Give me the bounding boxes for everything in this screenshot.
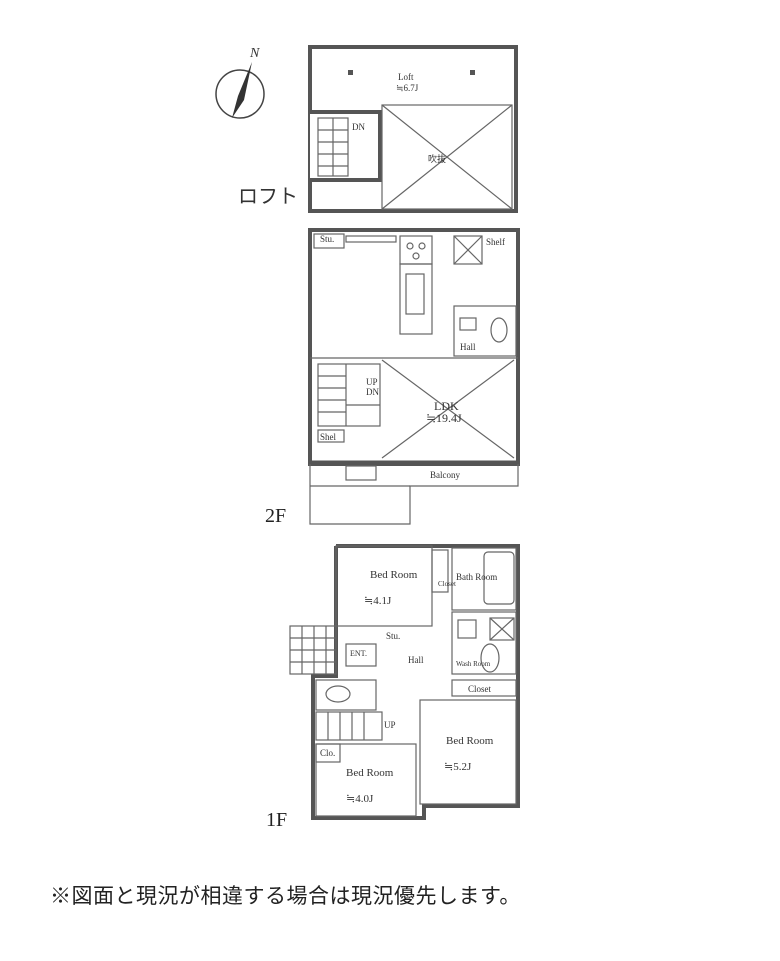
- compass-circle: [215, 69, 265, 119]
- 2f-shelf-box: [453, 235, 483, 265]
- 2f-shel-label: Shel: [320, 432, 337, 442]
- 1f-closet2-label: Closet: [468, 684, 492, 694]
- 1f-wash-room: [451, 611, 517, 675]
- loft-room-name: Loft: [398, 72, 414, 82]
- first-floor: Bed Room ≒4.1J Closet Bath Room Stu. Hal…: [266, 544, 520, 831]
- 1f-bed2-name: Bed Room: [446, 735, 494, 747]
- 1f-bed1-size: ≒4.1J: [364, 595, 392, 607]
- compass: N: [215, 46, 265, 119]
- 1f-stu-label: Stu.: [386, 631, 400, 641]
- 2f-balcony-outline: [309, 464, 519, 525]
- 1f-wc-toilet-icon: [325, 685, 351, 703]
- loft-down-label: DN: [352, 122, 365, 132]
- 1f-bed1-name: Bed Room: [370, 569, 418, 581]
- 1f-floor-label: 1F: [266, 809, 287, 831]
- loft-floor-label: ロフト: [238, 184, 298, 208]
- 1f-entrance-porch: [289, 625, 337, 675]
- 2f-stairs: [317, 363, 381, 427]
- 2f-stu-label: Stu.: [320, 234, 334, 244]
- 1f-outer-wall: [311, 544, 520, 820]
- 1f-closet1-label: Closet: [438, 580, 456, 588]
- 1f-bedroom-right: [419, 699, 517, 805]
- 2f-shelf-label: Shelf: [486, 237, 505, 247]
- 1f-closet-upper: [431, 549, 449, 593]
- 1f-bath-room: [451, 547, 517, 611]
- 1f-bed3-name: Bed Room: [346, 767, 394, 779]
- 1f-bath-label: Bath Room: [456, 572, 497, 582]
- 2f-hall-label: Hall: [460, 342, 476, 352]
- second-floor: Stu. Shelf Hall LDK ≒19.4J UP DN Shel Ba…: [265, 228, 520, 527]
- 1f-toilet-icon: [480, 643, 500, 673]
- 1f-wash-label: Wash Room: [456, 660, 491, 668]
- loft-floor: Loft ≒6.7J DN 吹抜 ロフト: [238, 45, 518, 213]
- 1f-closet-lower: [451, 679, 517, 697]
- 2f-floor-label: 2F: [265, 505, 286, 527]
- loft-void-label: 吹抜: [428, 153, 446, 164]
- loft-void: [381, 104, 513, 210]
- footnote: ※図面と現況が相違する場合は現況優先します。: [50, 884, 521, 908]
- 1f-bed3-size: ≒4.0J: [346, 793, 374, 805]
- 1f-bed2-size: ≒5.2J: [444, 761, 472, 773]
- loft-room-size: ≒6.7J: [396, 83, 419, 93]
- 2f-kitchen: [399, 235, 433, 335]
- 1f-ent-label: ENT.: [350, 649, 367, 658]
- compass-north-label: N: [249, 46, 260, 61]
- 2f-up-label: UP: [366, 377, 378, 387]
- 2f-balcony-label: Balcony: [430, 470, 460, 480]
- 2f-dn-label: DN: [366, 387, 379, 397]
- 2f-outer-wall: [308, 228, 520, 466]
- 1f-stairs: [315, 711, 383, 741]
- 1f-hall-label: Hall: [408, 655, 424, 665]
- 1f-up-label: UP: [384, 720, 396, 730]
- 2f-toilet-icon: [490, 317, 508, 343]
- 1f-bathtub-icon: [483, 551, 515, 605]
- loft-stairs: [317, 117, 349, 177]
- 2f-ldk-name: LDK: [434, 399, 459, 413]
- 1f-entrance: [345, 643, 377, 667]
- loft-stair-wall: [310, 110, 382, 182]
- compass-needle-icon: [232, 62, 252, 118]
- 1f-bedroom-upper-left: [335, 545, 433, 627]
- 2f-toilet-room: [453, 305, 517, 357]
- 2f-ldk-size: ≒19.4J: [426, 411, 462, 425]
- 1f-bedroom-lower-left: [315, 743, 417, 817]
- 1f-clo-label: Clo.: [320, 748, 335, 758]
